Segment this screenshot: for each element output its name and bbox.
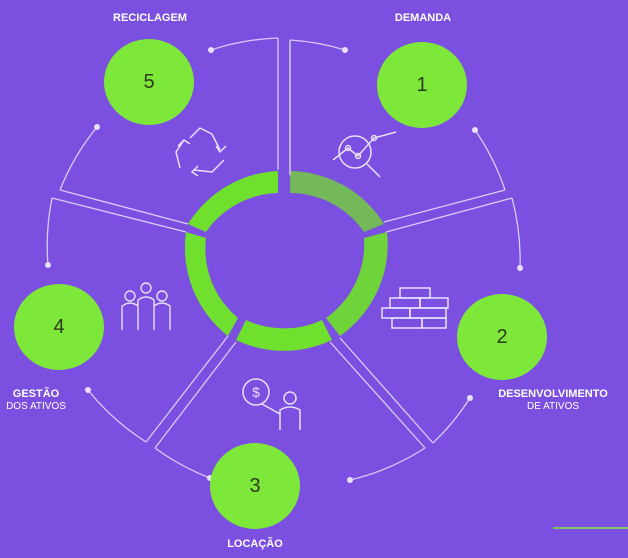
step-circle-3 xyxy=(210,443,300,529)
svg-text:$: $ xyxy=(252,384,260,400)
analytics-magnifier-icon xyxy=(332,131,397,178)
label-gestao-subtitle: DOS ATIVOS xyxy=(6,400,66,412)
step-number-5: 5 xyxy=(143,71,155,93)
step-number-4: 4 xyxy=(53,316,65,338)
pentagon-outlines xyxy=(46,37,521,481)
money-person-icon: $ xyxy=(242,378,301,430)
ring-segment-demanda xyxy=(290,171,384,232)
ring-segment-gestao xyxy=(184,232,238,336)
step-circle-4 xyxy=(14,284,104,370)
label-locacao: LOCAÇÃO xyxy=(215,538,295,551)
outline-demanda-panel xyxy=(289,39,506,223)
step-number-3: 3 xyxy=(249,475,261,497)
outline-desenvolvimento-panel xyxy=(339,197,521,444)
ring-segment-reciclagem xyxy=(188,171,278,232)
label-demanda: DEMANDA xyxy=(378,12,468,25)
label-gestao-title: GESTÃO xyxy=(12,388,60,400)
step-circle-5 xyxy=(104,39,194,125)
recycle-icon xyxy=(175,127,227,177)
step-circles xyxy=(14,39,547,529)
step-number-1: 1 xyxy=(416,74,428,96)
ring-segment-locacao xyxy=(236,320,332,351)
outline-reciclagem-panel xyxy=(59,37,279,225)
label-reciclagem: RECICLAGEM xyxy=(100,12,200,25)
label-demanda-title: DEMANDA xyxy=(394,12,452,24)
label-reciclagem-title: RECICLAGEM xyxy=(113,12,187,24)
ring-segment-desenvolvimento xyxy=(326,232,388,336)
label-desenvolvimento-title: DESENVOLVIMENTO xyxy=(498,388,608,400)
bricks-icon xyxy=(381,287,449,329)
outline-locacao-panel xyxy=(154,341,426,481)
outline-gestao-panel xyxy=(46,197,229,443)
step-circle-2 xyxy=(457,294,547,380)
label-gestao: GESTÃO DOS ATIVOS xyxy=(0,388,72,412)
step-circle-1 xyxy=(377,42,467,128)
label-desenvolvimento: DESENVOLVIMENTO DE ATIVOS xyxy=(478,388,628,412)
label-desenvolvimento-subtitle: DE ATIVOS xyxy=(526,400,580,412)
step-number-2: 2 xyxy=(496,326,508,348)
center-ring xyxy=(184,171,388,351)
label-locacao-title: LOCAÇÃO xyxy=(227,538,283,550)
people-group-icon xyxy=(121,282,171,330)
